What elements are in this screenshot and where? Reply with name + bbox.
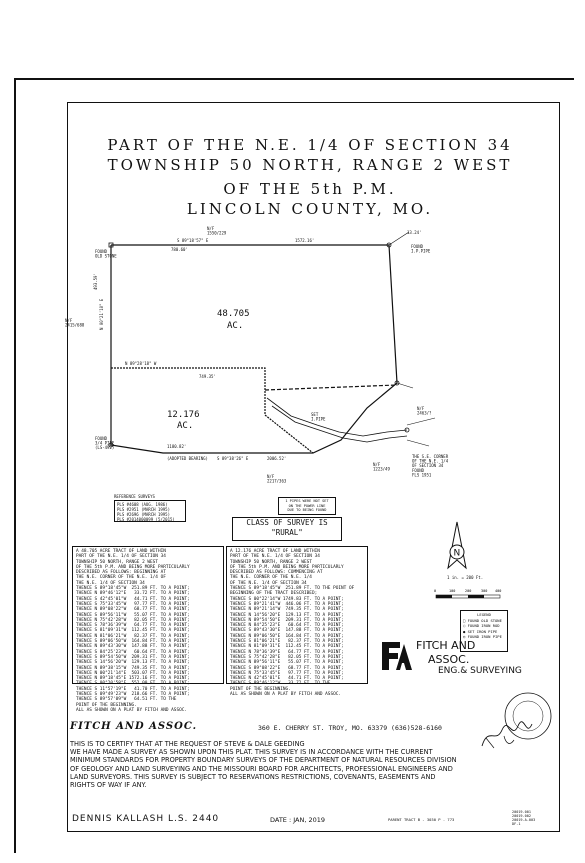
class-of-survey-box: CLASS OF SURVEY IS "RURAL": [232, 517, 342, 541]
legend-item: ◎ FOUND IRON PIPE: [463, 634, 502, 639]
title-line-4: LINCOLN COUNTY, MO.: [186, 200, 434, 218]
title-line-3: OF THE 5th P.M.: [223, 180, 397, 198]
tract1-acres: 48.705: [217, 309, 250, 319]
south-distance-2-label: 2006.52': [267, 456, 286, 461]
mid-bearing-label: N 89°28'18" W: [125, 361, 157, 366]
square-icon: □: [463, 617, 466, 623]
footer-firm-name: FITCH AND ASSOC.: [70, 721, 198, 732]
page-edge-top: [14, 78, 574, 80]
top-distance-2-label: 780.60': [171, 247, 188, 252]
mid-distance-label: 749.35': [199, 374, 216, 379]
south-note-label: (ADOPTED BEARING): [167, 456, 208, 461]
pipe-note: 1 PIPES WERE NOT SET ON THE POWER LINE D…: [278, 497, 336, 515]
reference-line: PLS #4608 (AUG. 1986): [117, 502, 168, 507]
reference-line: PLS #2014000099 (5/2015): [117, 517, 175, 522]
title-line-1: PART OF THE N.E. 1/4 OF SECTION 34: [107, 136, 513, 154]
tract1-description: A 48.705 ACRE TRACT OF LAND WITHIN PART …: [72, 546, 224, 713]
cert-line: LAND SURVEYORS. THIS SURVEY IS SUBJECT T…: [70, 772, 436, 781]
west-bearing-label: N 00°21'10" E: [99, 298, 104, 330]
tract2-description: A 12.176 ACRE TRACT OF LAND WITHIN PART …: [226, 546, 368, 697]
cert-line: MINIMUM STANDARDS FOR PROPERTY BOUNDARY …: [70, 756, 457, 765]
north-arrow-icon: N: [447, 521, 467, 570]
legend-heading: LEGEND: [477, 612, 491, 617]
legend-item: ○ FOUND IRON ROD: [463, 623, 500, 628]
cert-line: RIGHTS OF WAY IF ANY.: [70, 781, 147, 790]
page-edge-left: [14, 78, 16, 853]
boundary-lines: [110, 244, 398, 454]
firm-name-line-1: FITCH AND: [416, 639, 476, 652]
boundary-ticks: [388, 231, 436, 447]
legend-box: LEGEND □ FOUND OLD STONE ○ FOUND IRON RO…: [460, 610, 508, 652]
reference-heading: REFERENCE SURVEYS: [114, 494, 155, 499]
cert-line: WE HAVE MADE A SURVEY AS SHOWN UPON THIS…: [70, 748, 433, 757]
drawing-number-stamp: 20019-001 20019-002 20019-A-003 DF-1: [512, 810, 536, 826]
surveyor-name: DENNIS KALLASH L.S. 2440: [72, 814, 220, 824]
scale-tick: 400: [495, 589, 501, 593]
cert-line: OF GEOLOGY AND LAND SURVEYING AND THE MI…: [70, 764, 453, 773]
signature-icon: [481, 721, 533, 749]
dot-icon: ●: [463, 628, 466, 634]
legend-item: ● SET IRON PIPE: [463, 628, 498, 634]
surveyor-seal-icon: [504, 692, 552, 740]
tract2-acres: 12.176: [167, 410, 200, 420]
found-stone-marker: [108, 242, 114, 248]
top-distance-label: 1572.16': [295, 238, 314, 243]
firm-name-line-3: ENG.& SURVEYING: [438, 666, 522, 676]
firm-logo-icon: [382, 642, 412, 670]
certification-text: THIS IS TO CERTIFY THAT AT THE REQUEST O…: [70, 740, 490, 789]
circle-icon: ○: [463, 623, 466, 628]
reference-surveys-box: PLS #4608 (AUG. 1986) PLS #2951 (MARCH 1…: [114, 500, 186, 522]
scale-tick: 300: [481, 589, 487, 593]
legend-item: □ FOUND OLD STONE: [463, 617, 502, 623]
ne-distance-label: 13.24': [407, 230, 421, 235]
drawing-frame: [67, 102, 560, 832]
title-line-2: TOWNSHIP 50 NORTH, RANGE 2 WEST: [107, 156, 513, 174]
scale-label: 1 in. = 200 Ft.: [447, 575, 484, 580]
south-distance-label: 1180.82': [167, 444, 186, 449]
west-distance-label: 493.59': [93, 273, 98, 290]
class-line-2: "RURAL": [271, 528, 303, 537]
reference-line: PLS #2696 (MARCH 1995): [117, 512, 170, 517]
class-line-1: CLASS OF SURVEY IS: [246, 518, 328, 527]
svg-text:N: N: [454, 549, 461, 559]
found-pipe-sw-marker: [108, 442, 114, 448]
firm-name-line-2: ASSOC.: [428, 653, 470, 666]
top-bearing-label: S 89°18'57" E: [177, 238, 209, 243]
south-bearing-label: S 89°38'26" E: [217, 456, 249, 461]
found-pipe-marker: [386, 242, 392, 248]
scale-tick: 100: [449, 589, 455, 593]
corner-markers: [108, 242, 410, 448]
cert-line: THIS IS TO CERTIFY THAT AT THE REQUEST O…: [70, 740, 305, 748]
scale-tick: 0: [434, 589, 436, 593]
survey-date: DATE : JAN, 2019: [270, 816, 326, 824]
parent-tract-ref: PARENT TRACT B - 3030 P - 773: [388, 817, 455, 822]
power-line-segments: [266, 397, 408, 443]
scale-bar: 0 100 200 300 400: [434, 589, 501, 599]
found-pipe-east-marker: [394, 380, 400, 386]
reference-line: PLS #2951 (MARCH 1995): [117, 507, 170, 512]
scale-tick: 200: [465, 589, 471, 593]
tract2-unit: AC.: [177, 421, 193, 431]
footer-address: 360 E. CHERRY ST. TROY, MO. 63379 (636)5…: [258, 724, 442, 732]
tract1-unit: AC.: [227, 321, 243, 331]
found-pipe-se-marker: [404, 427, 410, 433]
